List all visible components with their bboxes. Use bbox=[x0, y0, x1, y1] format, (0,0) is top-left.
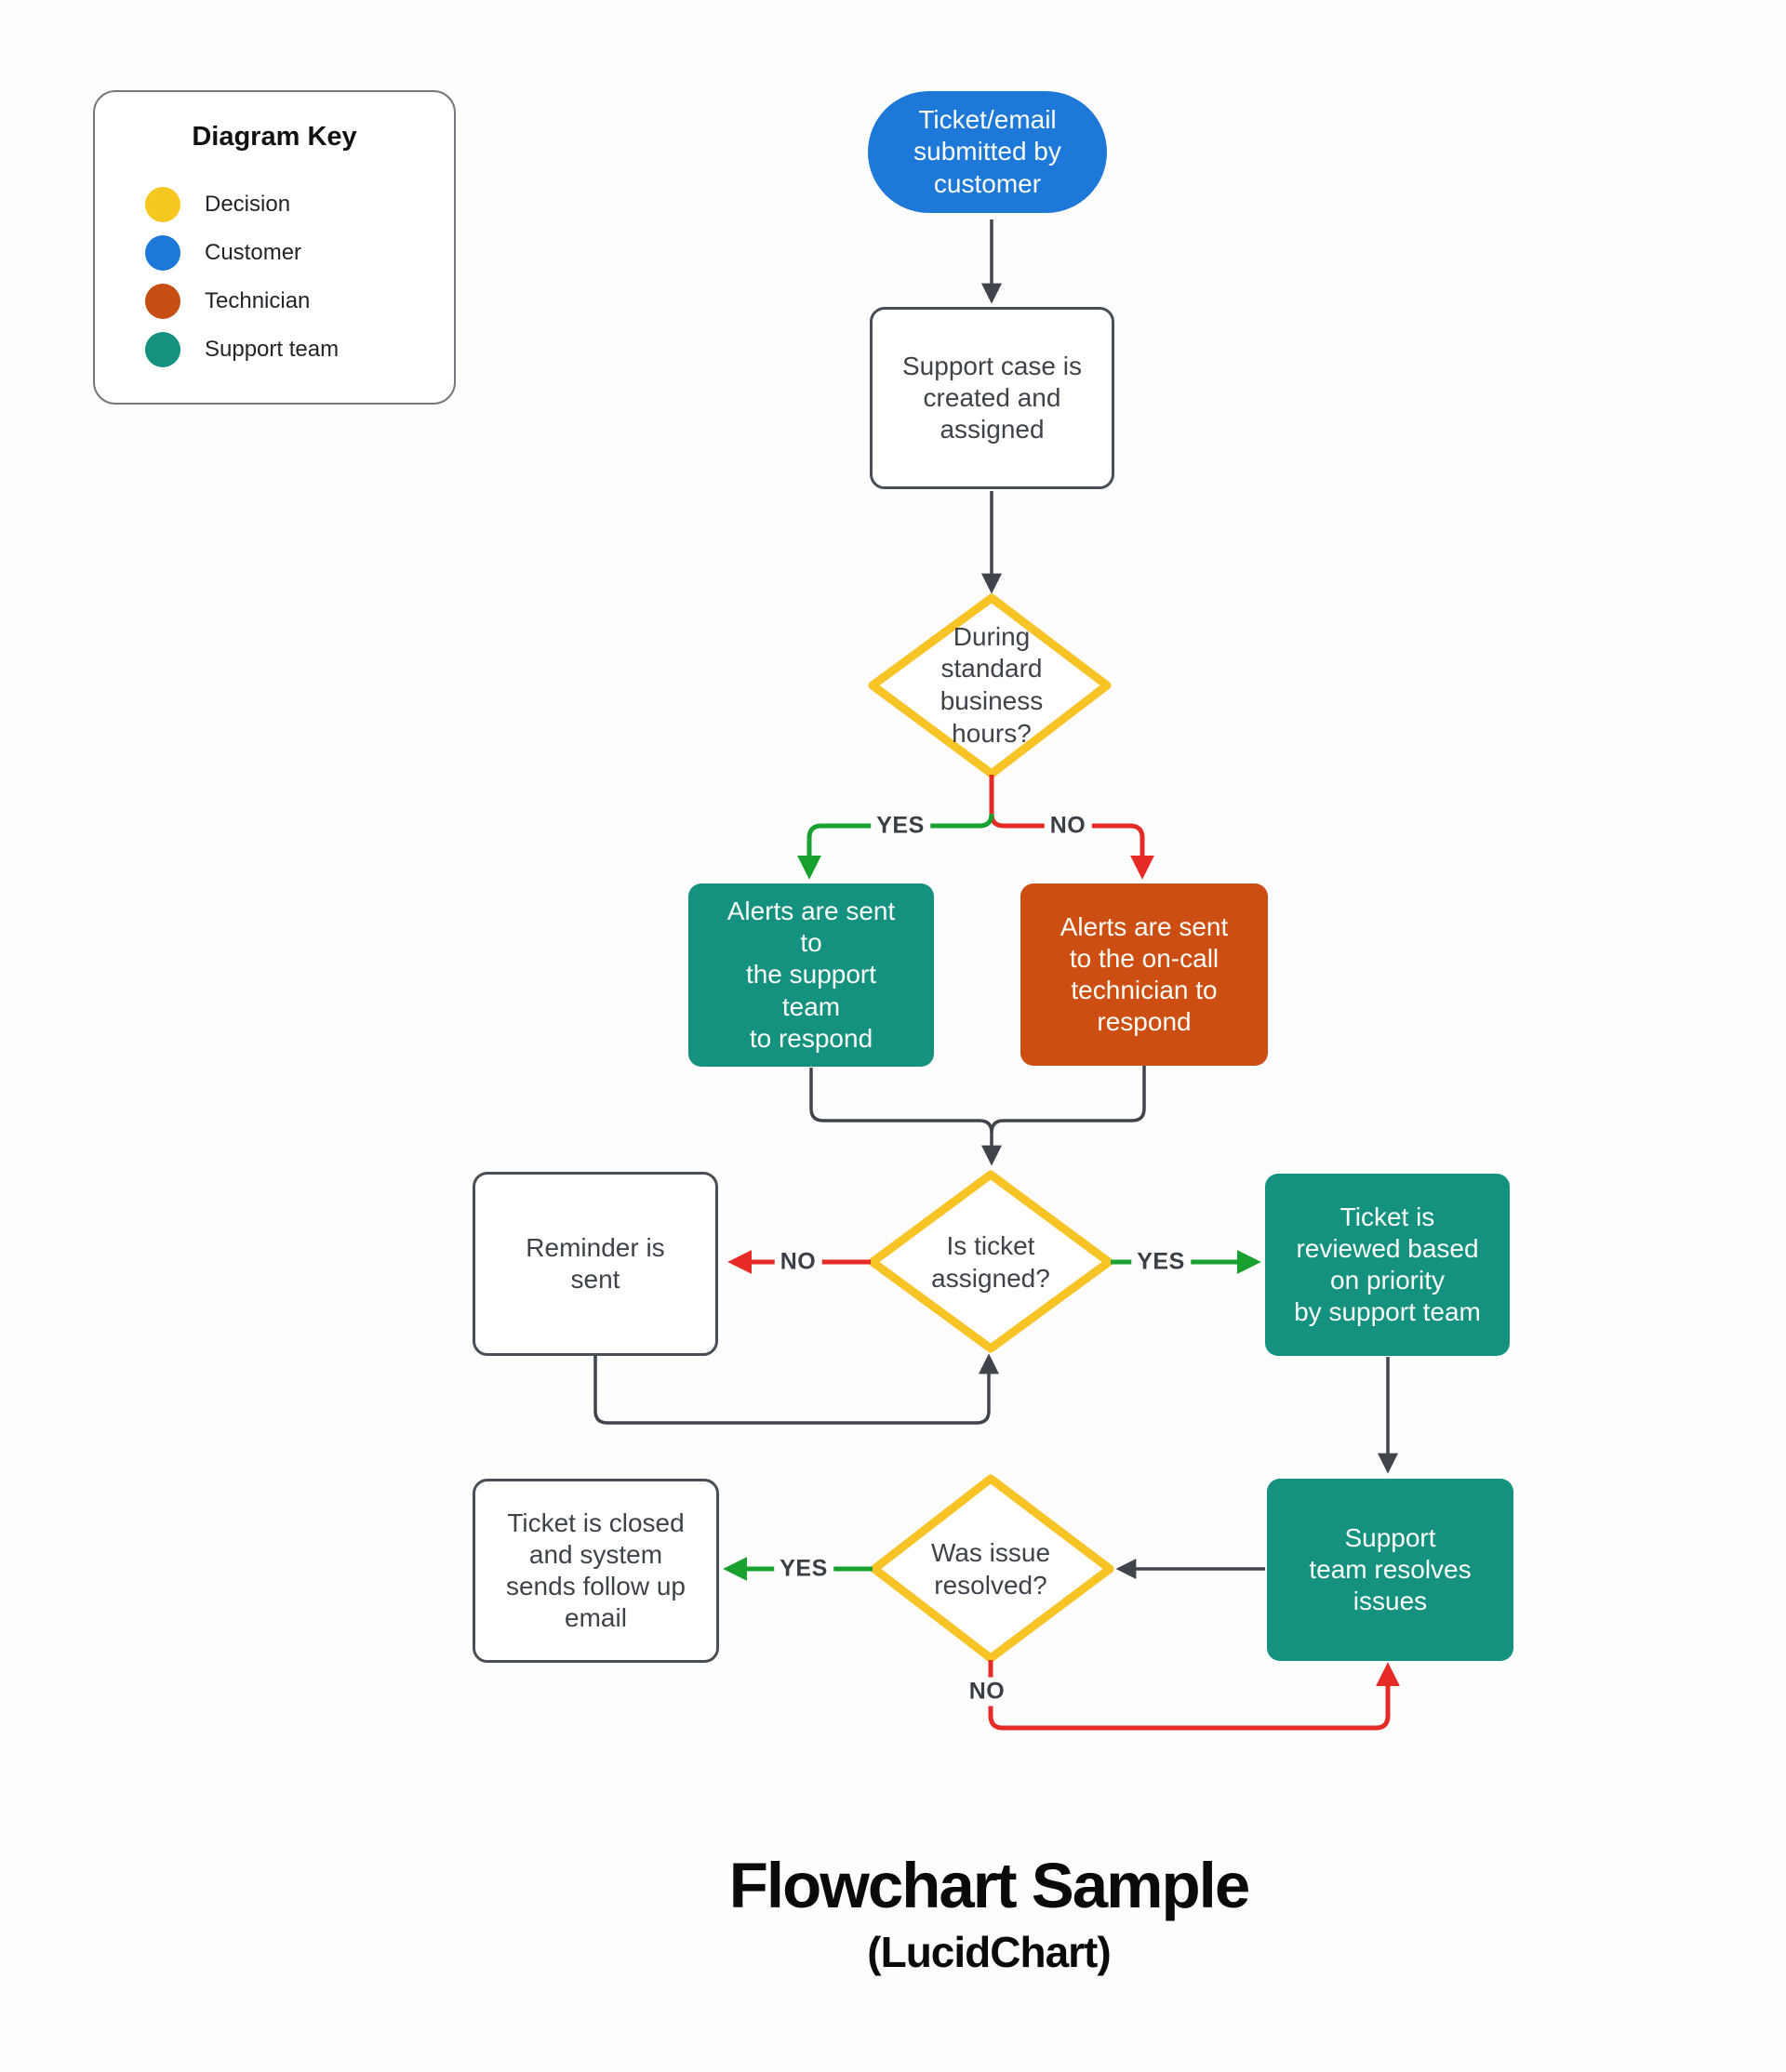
diagram-subtitle: (LucidChart) bbox=[867, 1928, 1111, 1977]
legend-item-label: Support team bbox=[205, 337, 340, 362]
node-alerts-technician: Alerts are sent to the on-call technicia… bbox=[1020, 883, 1268, 1066]
decision-business-hours-shape bbox=[868, 593, 1112, 778]
edge-alerttech-to-assigned bbox=[990, 1066, 1146, 1134]
diagram-title: Flowchart Sample bbox=[728, 1850, 1250, 1921]
customer-swatch bbox=[145, 235, 180, 271]
edge-reminder-loop bbox=[593, 1353, 999, 1425]
legend-item-support-team: Support team bbox=[145, 332, 339, 367]
edge-label-no: NO bbox=[1044, 811, 1092, 841]
diagram-key: Diagram Key Decision Customer Technician… bbox=[93, 90, 456, 405]
node-during-business-hours: During standard business hours? bbox=[940, 621, 1044, 748]
node-is-ticket-assigned: Is ticket assigned? bbox=[931, 1231, 1050, 1293]
legend-item-technician: Technician bbox=[145, 284, 339, 319]
edge-resolved-no-loop bbox=[988, 1660, 1400, 1731]
diagram-key-title: Diagram Key bbox=[192, 122, 357, 152]
decision-swatch bbox=[145, 187, 180, 222]
node-support-team-resolves: Support team resolves issues bbox=[1267, 1479, 1513, 1661]
decision-was-resolved-shape bbox=[870, 1474, 1114, 1663]
edge-hours-yes bbox=[797, 813, 994, 880]
decision-is-assigned-shape bbox=[868, 1170, 1113, 1353]
node-alerts-support-team: Alerts are sent to the support team to r… bbox=[688, 883, 934, 1067]
node-reminder-sent: Reminder is sent bbox=[473, 1172, 718, 1356]
node-support-case-created: Support case is created and assigned bbox=[870, 307, 1114, 489]
diagram-key-items: Decision Customer Technician Support tea… bbox=[145, 187, 339, 367]
node-was-issue-resolved: Was issue resolved? bbox=[930, 1538, 1051, 1600]
legend-item-decision: Decision bbox=[145, 187, 339, 222]
legend-item-label: Technician bbox=[205, 288, 311, 313]
node-ticket-reviewed: Ticket is reviewed based on priority by … bbox=[1265, 1174, 1510, 1356]
node-ticket-closed: Ticket is closed and system sends follow… bbox=[473, 1479, 719, 1663]
caption-block: Flowchart Sample (LucidChart) bbox=[524, 1850, 1454, 1977]
edge-label-no: NO bbox=[963, 1677, 1011, 1707]
edge-label-yes: YES bbox=[774, 1554, 833, 1584]
edge-label-yes: YES bbox=[1131, 1247, 1191, 1277]
legend-item-label: Decision bbox=[205, 192, 291, 217]
support-team-swatch bbox=[145, 332, 180, 367]
technician-swatch bbox=[145, 284, 180, 319]
node-ticket-submitted: Ticket/email submitted by customer bbox=[868, 91, 1107, 213]
edge-alertsupport-to-assigned bbox=[809, 1068, 1002, 1166]
legend-item-customer: Customer bbox=[145, 235, 339, 271]
legend-item-label: Customer bbox=[205, 240, 302, 265]
edge-label-no: NO bbox=[774, 1247, 822, 1277]
edge-label-yes: YES bbox=[871, 811, 930, 841]
